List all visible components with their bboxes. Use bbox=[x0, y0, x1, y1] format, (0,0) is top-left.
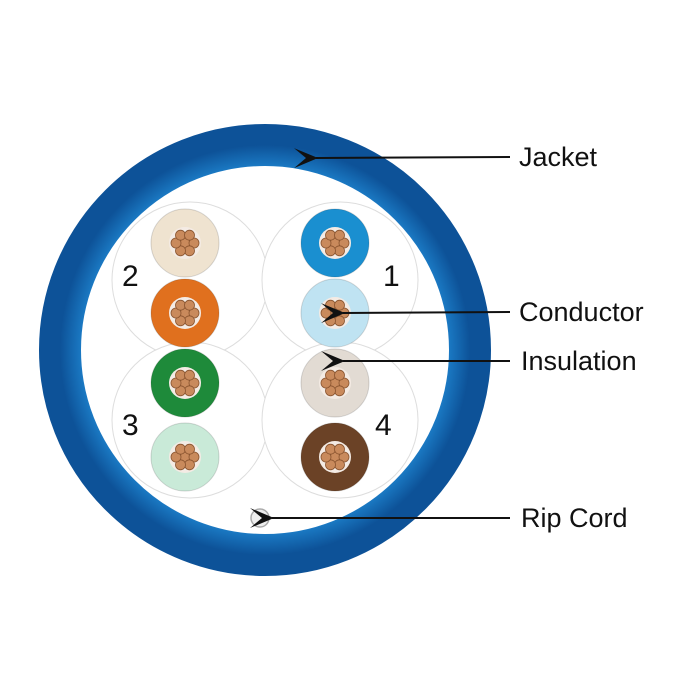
conductor-arrow bbox=[320, 303, 511, 324]
wire-pair-3-a bbox=[150, 348, 220, 418]
conductor-strand bbox=[184, 385, 195, 397]
pair-number-2: 2 bbox=[122, 260, 139, 293]
conductor-strand bbox=[175, 369, 186, 381]
conductor-strand bbox=[325, 299, 336, 311]
conductor-strand bbox=[325, 369, 336, 381]
rip-cord bbox=[250, 508, 270, 528]
conductor-strand bbox=[175, 229, 186, 241]
conductor-strand bbox=[334, 443, 345, 455]
jacket-arrow bbox=[293, 148, 511, 169]
conductor-strand bbox=[184, 315, 195, 327]
conductor-strand bbox=[175, 299, 186, 311]
wire-pair-1-a bbox=[300, 208, 370, 278]
conductor-strand bbox=[334, 369, 345, 381]
conductor-strand bbox=[334, 245, 345, 257]
wire-pair-3-b bbox=[150, 422, 220, 492]
rip-cord-label: Rip Cord bbox=[521, 503, 628, 533]
conductor-strand bbox=[325, 229, 336, 241]
conductor-strand bbox=[334, 385, 345, 397]
insulation-label: Insulation bbox=[521, 346, 637, 376]
conductor-strand bbox=[334, 229, 345, 241]
jacket bbox=[39, 124, 491, 576]
wire-pair-2-b bbox=[150, 278, 220, 348]
pointer-lines bbox=[250, 148, 511, 528]
pair-number-3: 3 bbox=[122, 409, 139, 442]
conductor-strand bbox=[175, 443, 186, 455]
conductor-strand bbox=[334, 315, 345, 327]
pair-number-4: 4 bbox=[375, 409, 392, 442]
wire-pair-4-b bbox=[300, 422, 370, 492]
conductor-strand bbox=[184, 443, 195, 455]
conductor-strand bbox=[334, 459, 345, 471]
conductor-strand bbox=[184, 245, 195, 257]
wire-pair-2-a bbox=[150, 208, 220, 278]
wire-pair-4-a bbox=[300, 348, 370, 418]
pair-number-1: 1 bbox=[383, 260, 400, 293]
conductor-label: Conductor bbox=[519, 297, 644, 327]
conductor-strand bbox=[325, 443, 336, 455]
conductor-strand bbox=[334, 299, 345, 311]
jacket-label: Jacket bbox=[519, 142, 598, 172]
conductor-strand bbox=[184, 369, 195, 381]
conductor-strand bbox=[184, 299, 195, 311]
conductor-strand bbox=[184, 459, 195, 471]
conductor-strand bbox=[184, 229, 195, 241]
